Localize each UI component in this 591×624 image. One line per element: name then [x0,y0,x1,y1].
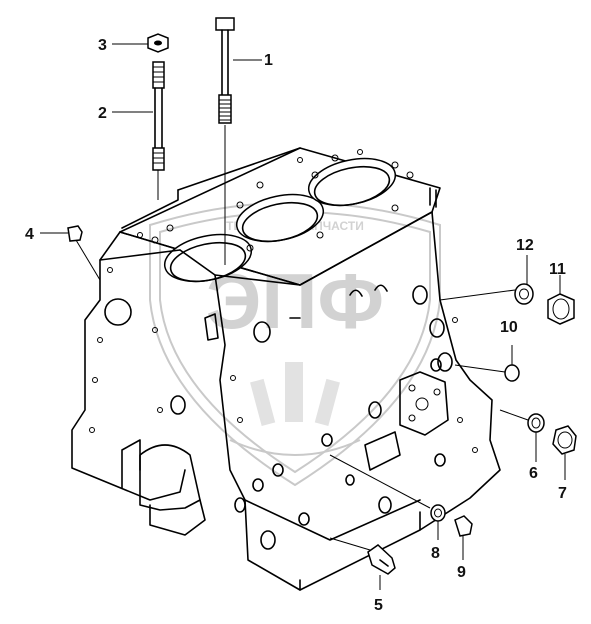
part-3-nut [147,33,169,53]
part-1-bolt [215,17,235,265]
callout-9: 9 [457,564,466,581]
callout-1: 1 [264,52,273,69]
callout-labels: 1 2 3 4 5 6 7 8 9 10 11 12 [25,37,567,614]
callout-12: 12 [516,237,534,254]
part-7-plug [552,425,577,480]
callout-6: 6 [529,465,538,482]
callout-11: 11 [549,261,566,278]
part-10-plug [454,345,520,382]
part-12-washer [439,255,534,305]
callout-5: 5 [374,597,383,614]
part-2-stud [152,61,165,200]
callout-2: 2 [98,105,107,122]
callout-4: 4 [25,226,34,243]
part-5-switch [329,537,396,590]
callout-10: 10 [500,319,518,336]
engine-block [71,147,501,591]
callout-3: 3 [98,37,107,54]
wheat-emblem-icon [229,362,361,456]
part-9-plug [454,515,473,560]
deck-holes [137,149,414,252]
part-4-plug [67,225,101,281]
callout-7: 7 [558,485,567,502]
part-8-washer [329,454,446,540]
part-6-washer [499,409,545,462]
callout-8: 8 [431,545,440,562]
part-11-plug [547,275,575,325]
